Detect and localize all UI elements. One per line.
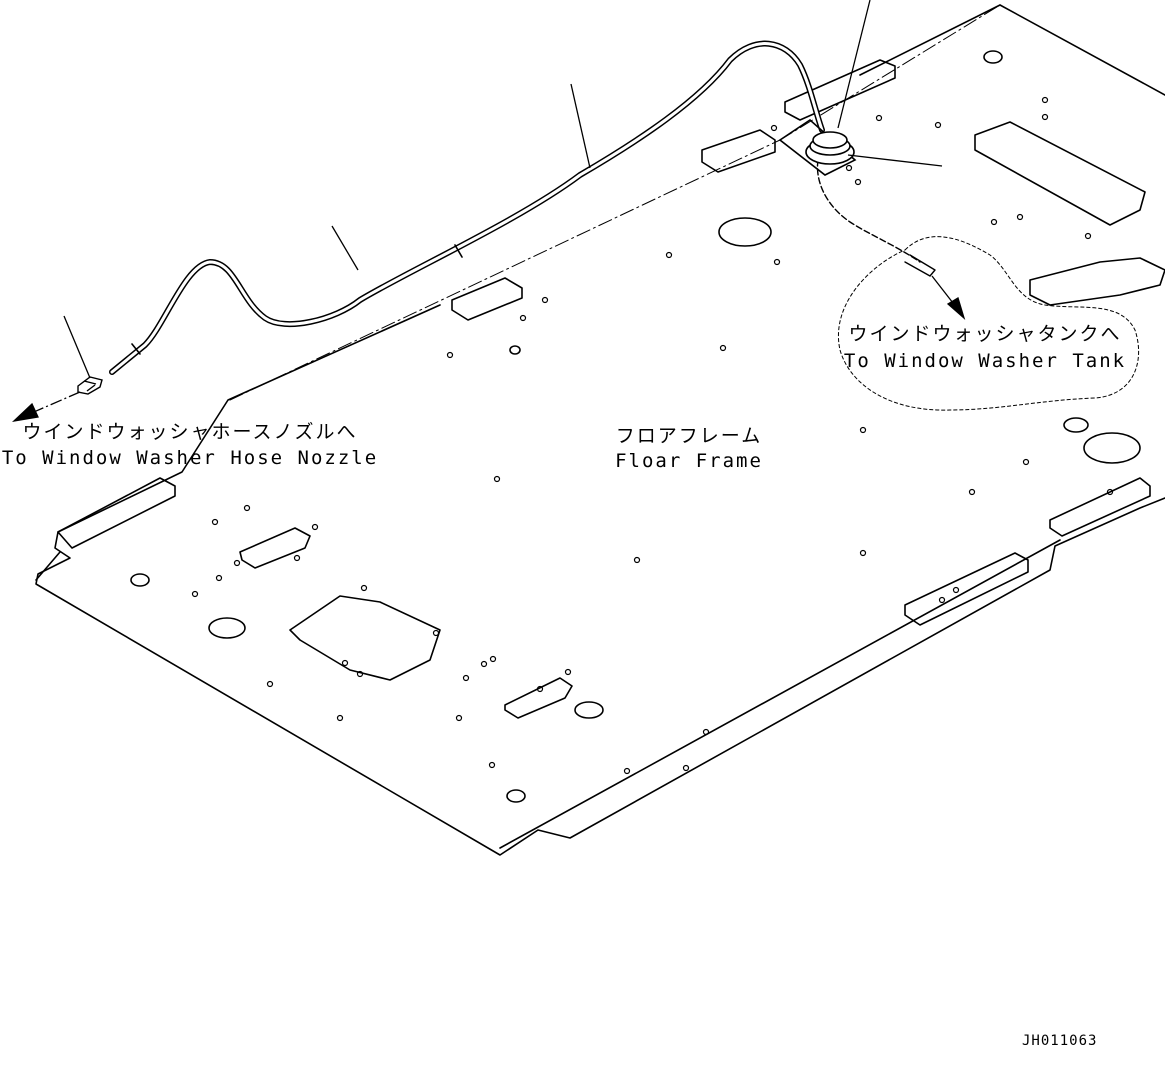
nozzle-label-jp: ウインドウォッシャホースノズルへ — [22, 421, 358, 443]
floor-frame-label-jp: フロアフレーム — [615, 425, 763, 447]
washer-hose-inner — [110, 42, 824, 374]
hose-hidden-section — [816, 159, 921, 263]
floor-frame-outline — [35, 4, 1165, 856]
bolt-holes — [191, 96, 1114, 775]
tank-label-en: To Window Washer Tank — [843, 350, 1127, 372]
nozzle-label-en: To Window Washer Hose Nozzle — [1, 447, 379, 469]
nozzle-fitting — [77, 376, 103, 395]
tank-callout-cloud — [838, 236, 1140, 411]
frame-openings — [289, 121, 1165, 681]
direction-arrows — [12, 275, 966, 422]
hose-end-tank — [904, 254, 936, 277]
large-holes — [130, 50, 1141, 803]
floor-frame-inner-edge — [35, 539, 1061, 849]
hose-joint — [131, 244, 463, 355]
tank-label-jp: ウインドウォッシャタンクへ — [848, 323, 1122, 345]
grommet — [778, 118, 857, 176]
floor-frame-label-en: Floar Frame — [615, 450, 763, 472]
drawing-number: JH011063 — [1022, 1033, 1098, 1049]
mounting-pads — [57, 59, 1151, 719]
leader-lines — [63, 0, 943, 379]
washer-hose — [109, 40, 825, 375]
